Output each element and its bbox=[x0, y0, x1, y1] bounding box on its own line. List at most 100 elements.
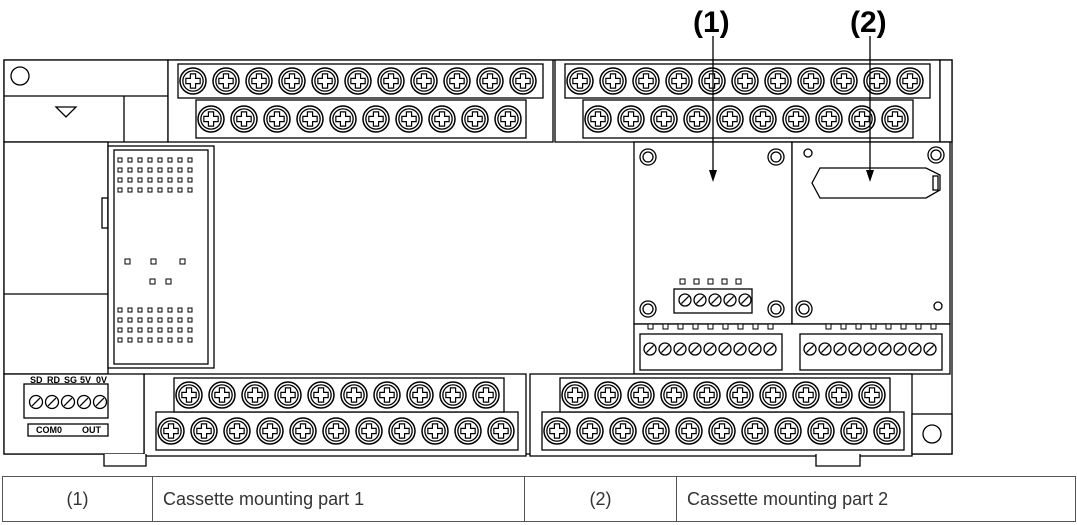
terminal-clamp-icon bbox=[848, 342, 862, 356]
terminal-screw-icon bbox=[830, 67, 858, 95]
terminal-screw-icon bbox=[665, 67, 693, 95]
terminal-screw-icon bbox=[355, 417, 383, 445]
terminal-screw-icon bbox=[708, 417, 736, 445]
terminal-clamp-icon bbox=[923, 342, 937, 356]
terminal-screw-icon bbox=[716, 105, 744, 133]
terminal-screw-icon bbox=[698, 67, 726, 95]
terminal-screw-icon bbox=[406, 381, 434, 409]
terminal-screw-icon bbox=[863, 67, 891, 95]
terminal-clamp-icon bbox=[76, 394, 92, 410]
terminal-screw-icon bbox=[792, 381, 820, 409]
legend-number-2: (2) bbox=[524, 476, 677, 522]
terminal-screw-icon bbox=[594, 381, 622, 409]
terminal-screw-icon bbox=[815, 105, 843, 133]
terminal-screw-icon bbox=[190, 417, 218, 445]
legend-number-1: (1) bbox=[2, 476, 153, 522]
triangle-indicator-icon bbox=[54, 106, 78, 118]
terminal-screw-icon bbox=[675, 417, 703, 445]
terminal-screw-icon bbox=[212, 67, 240, 95]
terminal-screw-icon bbox=[759, 381, 787, 409]
terminal-clamp-icon bbox=[748, 342, 762, 356]
terminal-clamp-icon bbox=[733, 342, 747, 356]
port-label-sg: SG bbox=[64, 375, 77, 385]
terminal-screw-icon bbox=[223, 417, 251, 445]
terminal-clamp-icon bbox=[738, 293, 752, 307]
terminal-clamp-icon bbox=[693, 293, 707, 307]
terminal-clamp-icon bbox=[678, 293, 692, 307]
terminal-clamp-icon bbox=[688, 342, 702, 356]
terminal-screw-icon bbox=[782, 105, 810, 133]
terminal-screw-icon bbox=[296, 105, 324, 133]
terminal-screw-icon bbox=[741, 417, 769, 445]
port-label-sd: SD bbox=[30, 375, 43, 385]
terminal-screw-icon bbox=[278, 67, 306, 95]
terminal-screw-icon bbox=[208, 381, 236, 409]
legend-description-2: Cassette mounting part 2 bbox=[676, 476, 1076, 522]
terminal-screw-icon bbox=[642, 417, 670, 445]
terminal-screw-icon bbox=[726, 381, 754, 409]
terminal-screw-icon bbox=[487, 417, 515, 445]
terminal-screws bbox=[28, 67, 937, 445]
terminal-screw-icon bbox=[774, 417, 802, 445]
terminal-clamp-icon bbox=[893, 342, 907, 356]
terminal-screw-icon bbox=[256, 417, 284, 445]
leader-line-1 bbox=[709, 36, 717, 182]
terminal-screw-icon bbox=[584, 105, 612, 133]
legend-description-1: Cassette mounting part 1 bbox=[152, 476, 525, 522]
terminal-screw-icon bbox=[476, 67, 504, 95]
terminal-screw-icon bbox=[395, 105, 423, 133]
terminal-screw-icon bbox=[617, 105, 645, 133]
terminal-screw-icon bbox=[807, 417, 835, 445]
terminal-screw-icon bbox=[576, 417, 604, 445]
terminal-screw-icon bbox=[632, 67, 660, 95]
terminal-screw-icon bbox=[197, 105, 225, 133]
terminal-clamp-icon bbox=[723, 293, 737, 307]
terminal-clamp-icon bbox=[92, 394, 108, 410]
terminal-clamp-icon bbox=[763, 342, 777, 356]
callouts: (1) (2) bbox=[693, 6, 887, 182]
terminal-screw-icon bbox=[509, 67, 537, 95]
terminal-screw-icon bbox=[494, 105, 522, 133]
terminal-screw-icon bbox=[307, 381, 335, 409]
terminal-screw-icon bbox=[848, 105, 876, 133]
terminal-screw-icon bbox=[443, 67, 471, 95]
terminal-screw-icon bbox=[175, 381, 203, 409]
terminal-screw-icon bbox=[179, 67, 207, 95]
terminal-screw-icon bbox=[322, 417, 350, 445]
terminal-screw-icon bbox=[410, 67, 438, 95]
terminal-screw-icon bbox=[881, 105, 909, 133]
terminal-screw-icon bbox=[274, 381, 302, 409]
terminal-screw-icon bbox=[373, 381, 401, 409]
terminal-screw-icon bbox=[797, 67, 825, 95]
port-label-com0: COM0 bbox=[36, 425, 62, 435]
terminal-screw-icon bbox=[749, 105, 777, 133]
legend-row: (1) Cassette mounting part 1 (2) Cassett… bbox=[2, 476, 1076, 522]
terminal-screw-icon bbox=[609, 417, 637, 445]
terminal-screw-icon bbox=[329, 105, 357, 133]
terminal-clamp-icon bbox=[803, 342, 817, 356]
terminal-clamp-icon bbox=[673, 342, 687, 356]
port-labels: SD RD SG 5V 0V COM0 OUT bbox=[30, 375, 107, 435]
leader-line-2 bbox=[866, 36, 874, 182]
terminal-screw-icon bbox=[599, 67, 627, 95]
terminal-screw-icon bbox=[561, 381, 589, 409]
terminal-clamp-icon bbox=[60, 394, 76, 410]
terminal-screw-icon bbox=[731, 67, 759, 95]
terminal-screw-icon bbox=[660, 381, 688, 409]
port-label-rd: RD bbox=[47, 375, 60, 385]
terminal-screw-icon bbox=[693, 381, 721, 409]
terminal-screw-icon bbox=[421, 417, 449, 445]
terminal-screw-icon bbox=[461, 105, 489, 133]
cassette-mounting-part-2 bbox=[791, 141, 951, 325]
terminal-screw-icon bbox=[157, 417, 185, 445]
terminal-screw-icon bbox=[627, 381, 655, 409]
terminal-screw-icon bbox=[896, 67, 924, 95]
terminal-screw-icon bbox=[362, 105, 390, 133]
terminal-screw-icon bbox=[454, 417, 482, 445]
terminal-screw-icon bbox=[245, 67, 273, 95]
terminal-clamp-icon bbox=[908, 342, 922, 356]
terminal-clamp-icon bbox=[818, 342, 832, 356]
terminal-screw-icon bbox=[289, 417, 317, 445]
legend-table: (1) Cassette mounting part 1 (2) Cassett… bbox=[2, 476, 1076, 522]
terminal-clamp-icon bbox=[658, 342, 672, 356]
